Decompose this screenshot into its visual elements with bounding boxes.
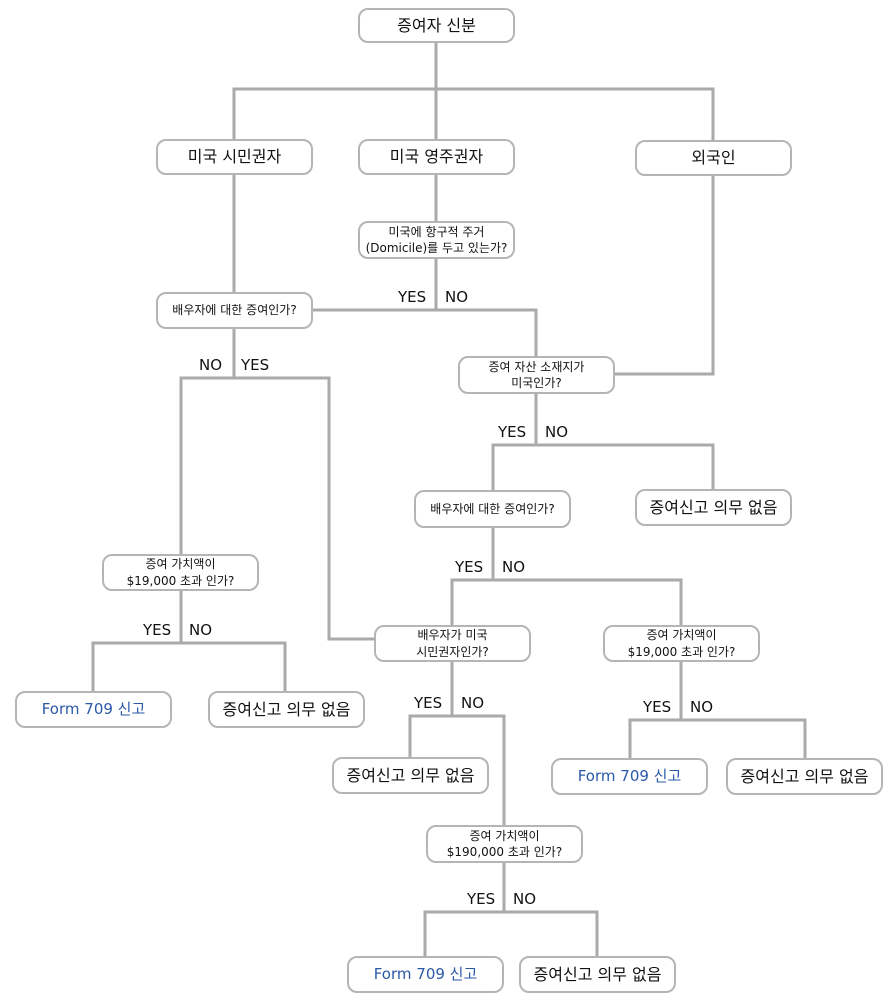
node-us-citizen: 미국 시민권자 [156, 139, 313, 175]
node-nonresident-no-filing: 증여신고 의무 없음 [726, 758, 883, 795]
node-spouse-value-no-filing-text: 증여신고 의무 없음 [533, 964, 662, 984]
node-spouse-value-question: 증여 가치액이 $190,000 초과 인가? [426, 825, 583, 863]
node-citizen-form709: Form 709 신고 [15, 691, 172, 728]
label-no-citizen-value: NO [189, 621, 213, 639]
label-yes-nonresident-spouse: YES [455, 558, 484, 576]
node-citizen-no-filing-text: 증여신고 의무 없음 [222, 699, 351, 719]
node-spouse-no-filing-text: 증여신고 의무 없음 [346, 765, 475, 785]
node-nonresident-form709: Form 709 신고 [551, 758, 708, 795]
node-asset-no-filing: 증여신고 의무 없음 [635, 489, 792, 526]
node-citizen-form709-text: Form 709 신고 [41, 700, 146, 719]
label-yes-citizen-spouse: YES [241, 356, 270, 374]
node-foreigner-text: 외국인 [691, 148, 736, 168]
node-nonresident-value-question: 증여 가치액이 $19,000 초과 인가? [603, 625, 760, 662]
node-domicile-question: 미국에 항구적 주거 (Domicile)를 두고 있는가? [358, 221, 515, 259]
node-permanent-resident-text: 미국 영주권자 [389, 147, 484, 167]
node-spouse-form709: Form 709 신고 [347, 956, 504, 993]
node-asset-no-filing-text: 증여신고 의무 없음 [649, 497, 778, 517]
node-citizen-no-filing: 증여신고 의무 없음 [208, 691, 365, 728]
node-donor-status: 증여자 신분 [358, 8, 515, 43]
label-no-domicile: NO [445, 288, 469, 306]
node-nonresident-value-question-text: 증여 가치액이 $19,000 초과 인가? [627, 628, 736, 659]
label-yes-domicile: YES [398, 288, 427, 306]
node-spouse-value-question-text: 증여 가치액이 $190,000 초과 인가? [446, 828, 563, 859]
label-yes-nonresident-value: YES [643, 698, 672, 716]
node-nonresident-spouse-question: 배우자에 대한 증여인가? [414, 490, 571, 528]
label-no-asset-location: NO [545, 423, 569, 441]
node-domicile-question-text: 미국에 항구적 주거 (Domicile)를 두고 있는가? [365, 224, 508, 255]
node-asset-location-question: 증여 자산 소재지가 미국인가? [458, 356, 615, 394]
node-spouse-citizenship-question: 배우자가 미국 시민권자인가? [374, 625, 531, 662]
label-no-spouse-citizenship: NO [461, 694, 485, 712]
node-foreigner: 외국인 [635, 140, 792, 176]
node-permanent-resident: 미국 영주권자 [358, 139, 515, 175]
node-spouse-value-no-filing: 증여신고 의무 없음 [519, 956, 676, 993]
label-no-citizen-spouse: NO [199, 356, 223, 374]
node-citizen-value-question: 증여 가치액이 $19,000 초과 인가? [102, 554, 259, 591]
node-asset-location-question-text: 증여 자산 소재지가 미국인가? [488, 359, 585, 390]
node-citizen-spouse-question-text: 배우자에 대한 증여인가? [172, 303, 297, 318]
node-citizen-value-question-text: 증여 가치액이 $19,000 초과 인가? [126, 557, 235, 588]
node-nonresident-no-filing-text: 증여신고 의무 없음 [740, 766, 869, 786]
label-no-spouse-value: NO [513, 890, 537, 908]
node-nonresident-spouse-question-text: 배우자에 대한 증여인가? [430, 501, 555, 516]
label-yes-citizen-value: YES [143, 621, 172, 639]
node-spouse-citizenship-question-text: 배우자가 미국 시민권자인가? [416, 628, 489, 659]
label-yes-spouse-value: YES [467, 890, 496, 908]
label-no-nonresident-value: NO [690, 698, 714, 716]
node-nonresident-form709-text: Form 709 신고 [577, 767, 682, 786]
node-us-citizen-text: 미국 시민권자 [187, 147, 282, 167]
label-no-nonresident-spouse: NO [502, 558, 526, 576]
node-spouse-no-filing: 증여신고 의무 없음 [332, 757, 489, 794]
label-yes-asset-location: YES [498, 423, 527, 441]
node-donor-status-text: 증여자 신분 [397, 15, 476, 35]
node-citizen-spouse-question: 배우자에 대한 증여인가? [156, 292, 313, 329]
label-yes-spouse-citizenship: YES [414, 694, 443, 712]
node-spouse-form709-text: Form 709 신고 [373, 965, 478, 984]
